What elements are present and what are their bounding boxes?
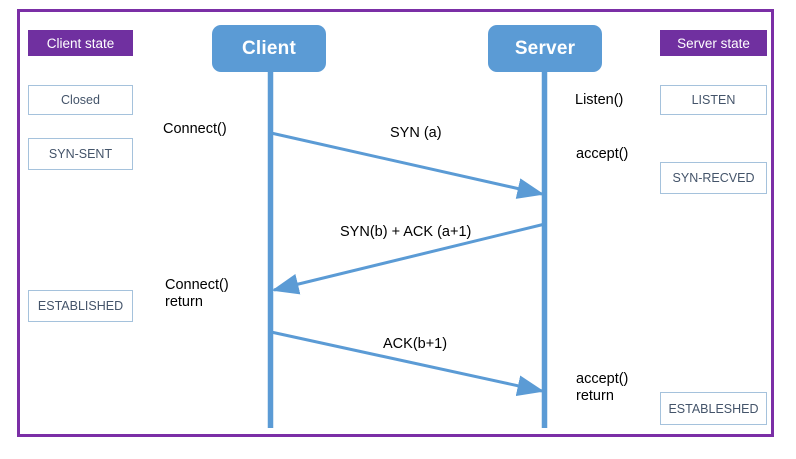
participant-server[interactable]: Server <box>488 25 602 72</box>
participant-client[interactable]: Client <box>212 25 326 72</box>
server-state-listen: LISTEN <box>660 85 767 115</box>
client-call-connect-return: Connect() return <box>165 277 229 311</box>
client-state-closed: Closed <box>28 85 133 115</box>
message-label-synack: SYN(b) + ACK (a+1) <box>340 224 472 240</box>
message-label-ack: ACK(b+1) <box>383 336 448 352</box>
client-call-connect: Connect() <box>163 121 227 137</box>
server-state-syn-recved: SYN-RECVED <box>660 162 767 194</box>
server-call-accept-return: accept() return <box>576 371 629 405</box>
server-call-accept: accept() <box>576 146 629 162</box>
client-state-established: ESTABLISHED <box>28 290 133 322</box>
server-state-established: ESTABLESHED <box>660 392 767 425</box>
message-label-syn: SYN (a) <box>390 125 442 141</box>
client-state-header: Client state <box>28 30 133 56</box>
diagram-frame <box>17 9 774 437</box>
server-call-listen: Listen() <box>575 92 624 108</box>
client-state-syn-sent: SYN-SENT <box>28 138 133 170</box>
server-state-header: Server state <box>660 30 767 56</box>
